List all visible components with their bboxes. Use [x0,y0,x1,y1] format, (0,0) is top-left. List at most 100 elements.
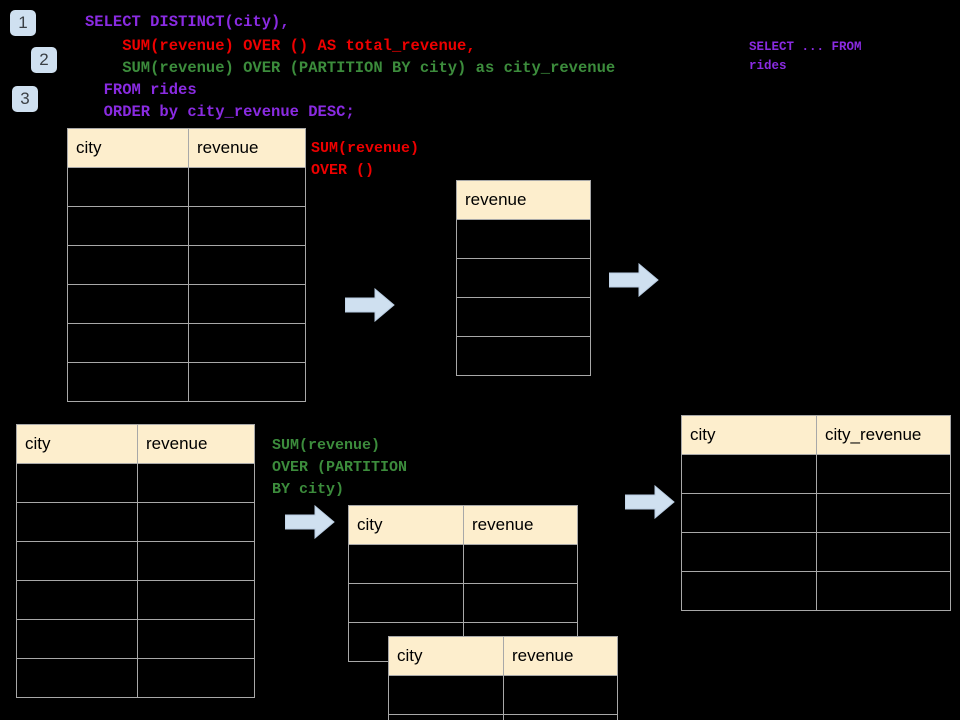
table-row [456,219,591,259]
column-header-revenue: revenue [463,505,578,545]
column-header-city: city [67,128,189,168]
cell-city [16,619,138,659]
final-result-table: city city_revenue [681,415,951,611]
table-row [456,258,591,298]
table-row [456,336,591,376]
sql-line-total-revenue: SUM(revenue) OVER () AS total_revenue, [85,37,476,55]
arrow-source-to-total [344,287,395,327]
step-badge-2[interactable]: 2 [31,47,57,73]
table-row [16,658,255,698]
annotation-city-revenue-line1: SUM(revenue) [272,437,381,454]
cell-revenue [456,297,591,337]
column-header-revenue: revenue [188,128,306,168]
cell-revenue [503,675,618,715]
sql-line-order-by: ORDER by city_revenue DESC; [85,103,355,121]
cell-city [348,583,464,623]
sql-side-note-line2: rides [749,59,787,73]
column-header-city: city [388,636,504,676]
cell-city [67,323,189,363]
annotation-total-revenue-line2: OVER () [311,162,375,179]
cell-revenue [463,544,578,584]
table-row [16,541,255,581]
cell-revenue [137,541,255,581]
sql-line-from-rides: FROM rides [85,81,197,99]
cell-city [16,580,138,620]
table-row [681,454,951,494]
cell-city-revenue [816,532,951,572]
cell-city [67,167,189,207]
table-row [67,206,306,246]
cell-city [67,284,189,324]
table-header-row: city revenue [388,636,618,676]
table-row [388,714,618,720]
table-row [348,583,578,623]
cell-revenue [463,583,578,623]
cell-city [16,463,138,503]
cell-city [348,544,464,584]
table-row [348,544,578,584]
table-row [67,167,306,207]
cell-revenue [188,323,306,363]
cell-revenue [503,714,618,720]
table-row [16,463,255,503]
cell-city [681,454,817,494]
cell-revenue [137,502,255,542]
cell-revenue [456,258,591,298]
cell-city [16,658,138,698]
cell-revenue [188,206,306,246]
cell-revenue [137,619,255,659]
cell-city-revenue [816,454,951,494]
cell-city [16,541,138,581]
step-badge-1[interactable]: 1 [10,10,36,36]
sql-side-note-line1: SELECT ... FROM [749,40,862,54]
cell-revenue [188,167,306,207]
cell-city [67,362,189,402]
annotation-city-revenue-line2: OVER (PARTITION [272,459,408,476]
table-header-row: city city_revenue [681,415,951,455]
cell-revenue [188,245,306,285]
column-header-city: city [681,415,817,455]
rides-source-table-partition: city revenue [16,424,255,698]
table-row [16,619,255,659]
table-row [67,323,306,363]
cell-city [681,571,817,611]
table-row [388,675,618,715]
table-row [681,532,951,572]
table-row [67,362,306,402]
arrow-partition-to-final [624,484,675,524]
table-row [67,284,306,324]
column-header-revenue: revenue [137,424,255,464]
cell-city [388,714,504,720]
cell-city-revenue [816,493,951,533]
table-header-row: city revenue [67,128,306,168]
column-header-city: city [348,505,464,545]
cell-revenue [188,362,306,402]
cell-city [67,245,189,285]
table-row [16,580,255,620]
table-row [456,297,591,337]
cell-city [681,532,817,572]
annotation-total-revenue-line1: SUM(revenue) [311,140,420,157]
column-header-city-revenue: city_revenue [816,415,951,455]
rides-source-table: city revenue [67,128,306,402]
cell-city [681,493,817,533]
arrow-source-to-partition [284,504,335,544]
arrow-total-to-final [608,262,659,302]
table-header-row: city revenue [16,424,255,464]
sql-line-city-revenue: SUM(revenue) OVER (PARTITION BY city) as… [85,59,616,77]
step-badge-3[interactable]: 3 [12,86,38,112]
sql-line-select-distinct: SELECT DISTINCT(city), [85,13,290,31]
cell-revenue [137,658,255,698]
cell-city [16,502,138,542]
cell-revenue [456,219,591,259]
table-header-row: revenue [456,180,591,220]
cell-revenue [188,284,306,324]
cell-revenue [456,336,591,376]
table-row [16,502,255,542]
table-header-row: city revenue [348,505,578,545]
column-header-revenue: revenue [456,180,591,220]
cell-revenue [137,580,255,620]
cell-city [388,675,504,715]
cell-city [67,206,189,246]
